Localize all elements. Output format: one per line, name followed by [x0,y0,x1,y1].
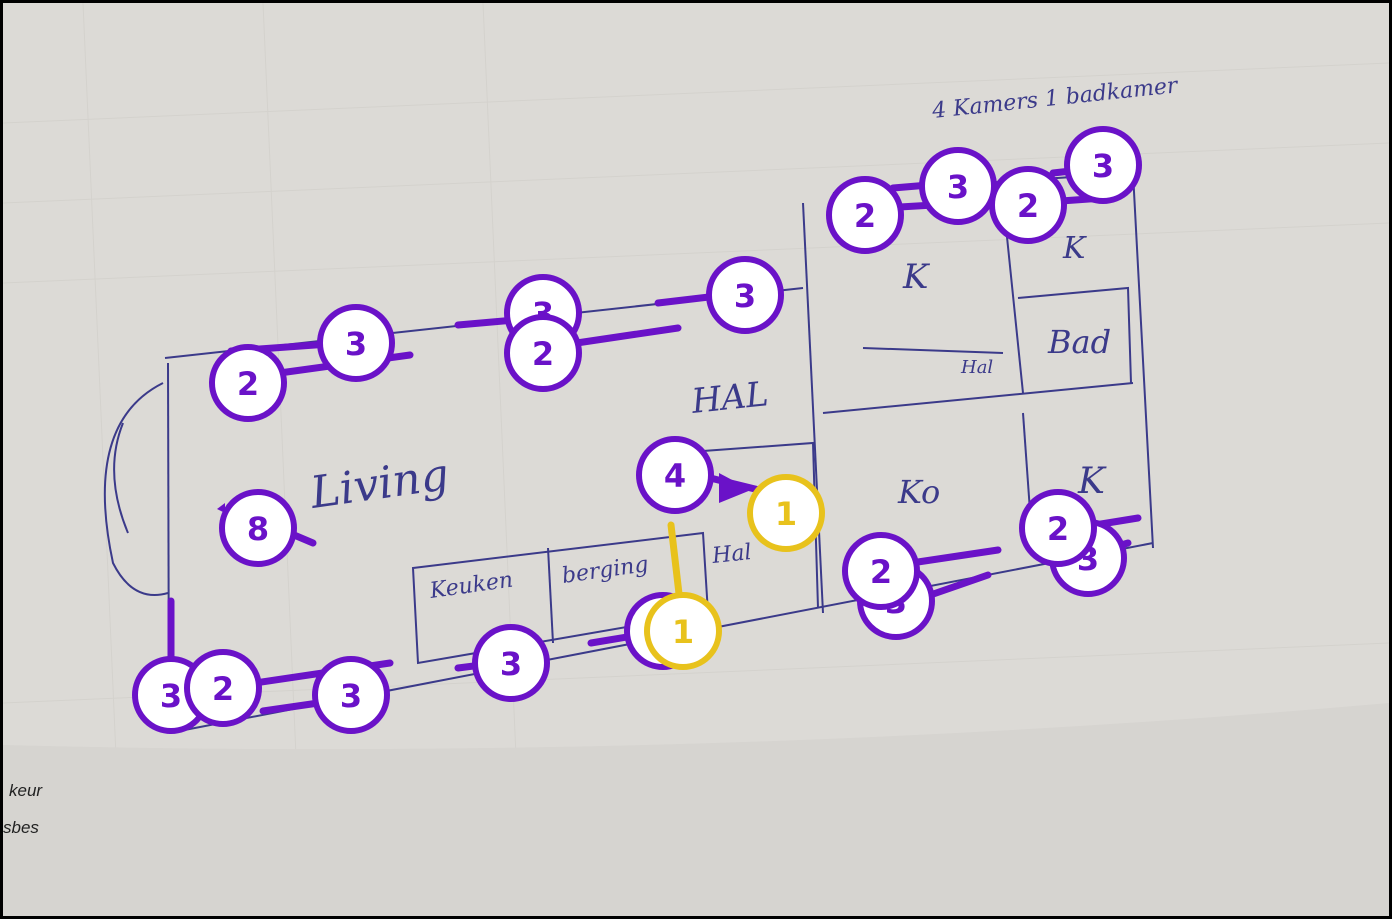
marker-number: 2 [237,365,259,403]
marker-circle [1019,489,1097,567]
markers-layer: 3333333223323248223211 [132,126,1142,734]
label-hal: HAL [689,374,771,422]
marker-purple-2: 2 [842,532,920,610]
marker-circle [504,314,582,392]
marker-purple-2: 2 [1019,489,1097,567]
marker-purple-8: 8 [219,489,297,567]
marker-circle [747,474,825,552]
marker-4-arrowhead [719,473,751,503]
marker-number: 3 [500,645,522,683]
label-hal-room: Hal [960,357,993,378]
wall-mid [802,202,824,614]
sketch-line-hal [862,347,1004,354]
marker-number: 2 [212,670,234,708]
wall-keuken-split [547,547,554,644]
marker-number: 2 [1017,187,1039,225]
marker-number: 3 [947,168,969,206]
marker-purple-2: 2 [184,649,262,727]
marker-number: 1 [775,495,797,533]
wall-rooms-divider [822,382,1134,414]
marker-number: 3 [345,325,367,363]
marker-purple-3: 3 [1064,126,1142,204]
sketch-curve [103,382,169,596]
marker-number: 2 [1047,510,1069,548]
wall-hal-box [702,441,819,609]
marker-circle [312,656,390,734]
marker-number: 2 [532,335,554,373]
marker-purple-3: 3 [312,656,390,734]
marker-circle [317,304,395,382]
sketch-curve-inner [113,422,129,534]
marker-number: 4 [664,457,686,495]
annotated-floorplan-photo: Living HAL Keuken berging Hal K K K Bad … [3,3,1389,916]
marker-number: 3 [340,677,362,715]
marker-purple-3: 3 [706,256,784,334]
page-fold-shadow [3,703,1389,916]
photo-frame: Living HAL Keuken berging Hal K K K Bad … [3,3,1389,916]
marker-purple-3: 3 [472,624,550,702]
marker-purple-4: 4 [636,436,714,514]
marker-circle [842,532,920,610]
marker-number: 3 [1092,147,1114,185]
label-kamer-3: K [1077,461,1107,502]
marker-purple-2: 2 [504,314,582,392]
marker-purple-3: 3 [919,147,997,225]
marker-number: 3 [734,277,756,315]
marker-circle [636,436,714,514]
marker-circle [209,344,287,422]
doc-fragment-1: keur [9,781,43,800]
marker-circle [989,166,1067,244]
marker-circle [644,592,722,670]
marker-purple-2: 2 [209,344,287,422]
label-kamer-2: K [1062,231,1087,266]
marker-circle [706,256,784,334]
marker-8-arrowhead [217,503,225,513]
marker-number: 2 [854,197,876,235]
marker-circle [1064,126,1142,204]
label-ko: Ko [897,473,940,511]
marker-purple-2: 2 [989,166,1067,244]
marker-circle [472,624,550,702]
marker-yellow-1: 1 [747,474,825,552]
marker-number: 1 [672,613,694,651]
marker-purple-2: 2 [826,176,904,254]
marker-yellow-1: 1 [644,592,722,670]
marker-circle [826,176,904,254]
marker-number: 8 [247,510,269,548]
marker-circle [219,489,297,567]
marker-circle [184,649,262,727]
label-bad: Bad [1047,323,1111,361]
wall-bad [1017,286,1132,384]
doc-fragment-2: sbes [3,818,39,837]
marker-number: 2 [870,553,892,591]
marker-number: 3 [160,677,182,715]
marker-purple-3: 3 [317,304,395,382]
label-kamer-1: K [902,257,931,297]
label-hal-small: Hal [710,540,753,569]
